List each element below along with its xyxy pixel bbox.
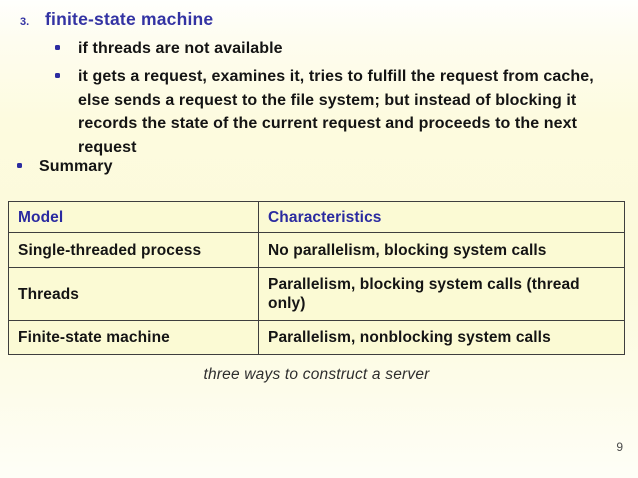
table-header-characteristics: Characteristics: [258, 201, 625, 233]
bullet-text: if threads are not available: [78, 40, 283, 57]
bullet-icon: [55, 45, 60, 50]
bullet-icon: [55, 73, 60, 78]
bullet-icon: [17, 163, 22, 168]
slide-heading: finite-state machine: [45, 9, 214, 29]
table-cell-model: Finite-state machine: [8, 320, 259, 355]
list-number: 3.: [20, 16, 30, 28]
table-header-model: Model: [8, 201, 259, 233]
table-row: Finite-state machine Parallelism, nonblo…: [8, 320, 625, 355]
page-number: 9: [616, 440, 623, 454]
bullet-item: it gets a request, examines it, tries to…: [55, 65, 626, 159]
table-cell-characteristics: Parallelism, blocking system calls (thre…: [258, 267, 625, 321]
table-row: Threads Parallelism, blocking system cal…: [8, 267, 625, 321]
bullet-item-summary: Summary: [17, 155, 113, 179]
table-row: Single-threaded process No parallelism, …: [8, 232, 625, 268]
list-item-3: 3. finite-state machine: [20, 9, 213, 30]
bullet-text: it gets a request, examines it, tries to…: [78, 68, 594, 156]
bullet-item: if threads are not available: [55, 37, 283, 61]
table-cell-model: Threads: [8, 267, 259, 321]
models-table: Model Characteristics Single-threaded pr…: [8, 201, 625, 355]
summary-label: Summary: [39, 158, 113, 175]
table-cell-characteristics: No parallelism, blocking system calls: [258, 232, 625, 268]
table-cell-model: Single-threaded process: [8, 232, 259, 268]
table-caption: three ways to construct a server: [203, 366, 430, 383]
table-cell-characteristics: Parallelism, nonblocking system calls: [258, 320, 625, 355]
table-header-row: Model Characteristics: [8, 201, 625, 233]
